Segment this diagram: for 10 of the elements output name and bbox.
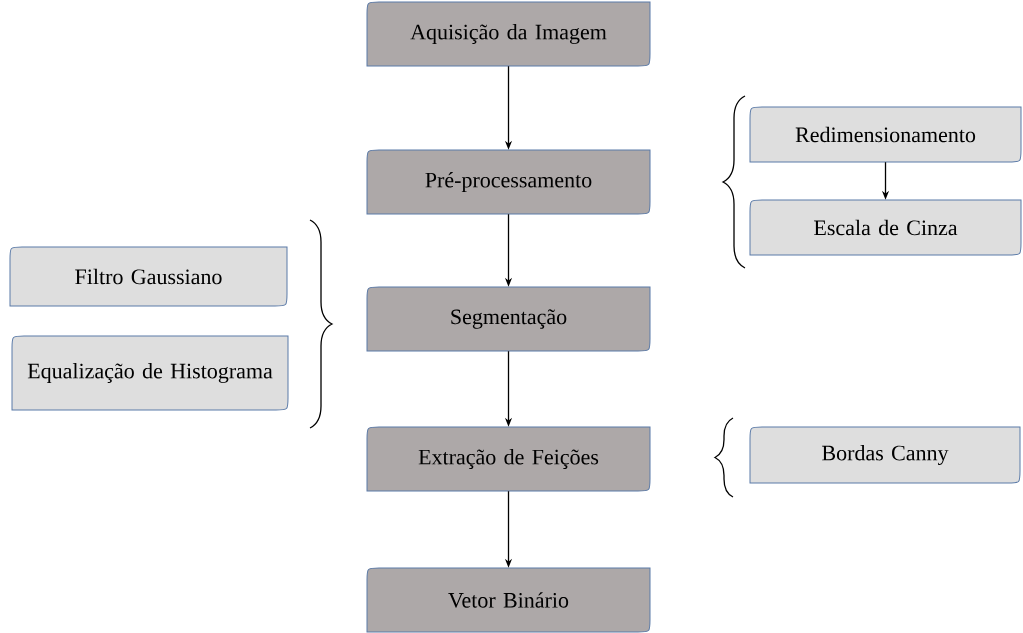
step-box: Filtro Gaussiano	[9, 246, 288, 307]
step-box: Redimensionamento	[749, 106, 1022, 163]
step-box: Equalização de Histograma	[11, 335, 289, 411]
process-box: Vetor Binário	[366, 567, 651, 633]
process-box: Segmentação	[366, 286, 651, 352]
step-box: Bordas Canny	[749, 426, 1021, 484]
process-box: Aquisição da Imagem	[366, 1, 651, 67]
process-box: Extração de Feições	[366, 426, 651, 492]
step-box: Escala de Cinza	[749, 199, 1022, 256]
process-box: Pré-processamento	[366, 149, 651, 215]
